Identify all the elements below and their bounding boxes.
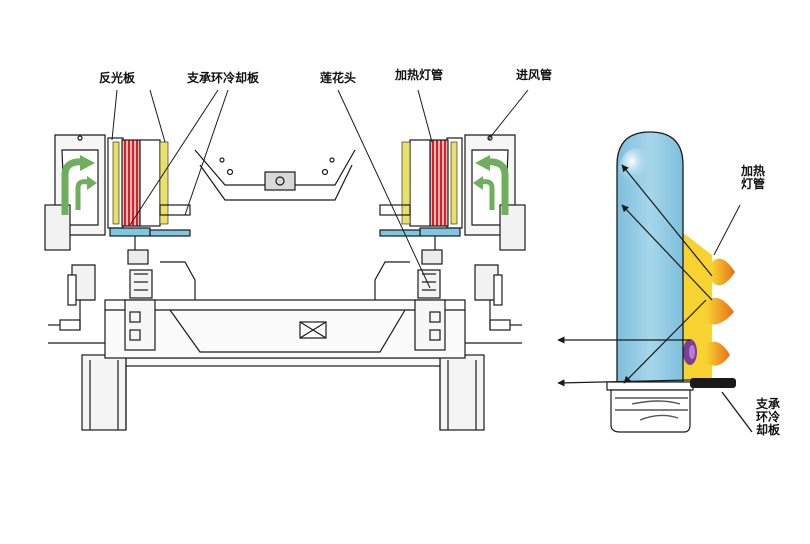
top-bridge	[194, 149, 356, 201]
label-heating-lamp: 加热灯管	[395, 68, 444, 82]
label-support-ring-cooling-plate: 支承环冷却板	[187, 71, 260, 85]
label-air-inlet: 进风管	[516, 68, 553, 82]
label-support-ring-cooling-plate-right: 支承环冷却板	[756, 397, 781, 437]
flame-lower	[706, 341, 730, 366]
carriage-beam	[48, 299, 522, 359]
preform-heating-detail	[557, 131, 753, 433]
flame-middle	[706, 297, 734, 325]
oven-cross-section	[44, 89, 529, 431]
left-heating-module	[44, 134, 196, 351]
preform-neck	[610, 389, 691, 433]
label-heating-lamp-right: 加热灯管	[741, 164, 766, 191]
right-heating-module	[374, 134, 526, 351]
machine-base-frame	[81, 354, 485, 431]
support-ring-cooling-plate	[690, 378, 736, 388]
radiation-rays	[557, 164, 713, 387]
preform-body	[616, 131, 684, 383]
label-nozzle: 莲花头	[320, 71, 357, 85]
leader-lines-left	[111, 89, 529, 289]
flame-upper	[712, 258, 735, 286]
label-reflector: 反光板	[99, 71, 136, 85]
